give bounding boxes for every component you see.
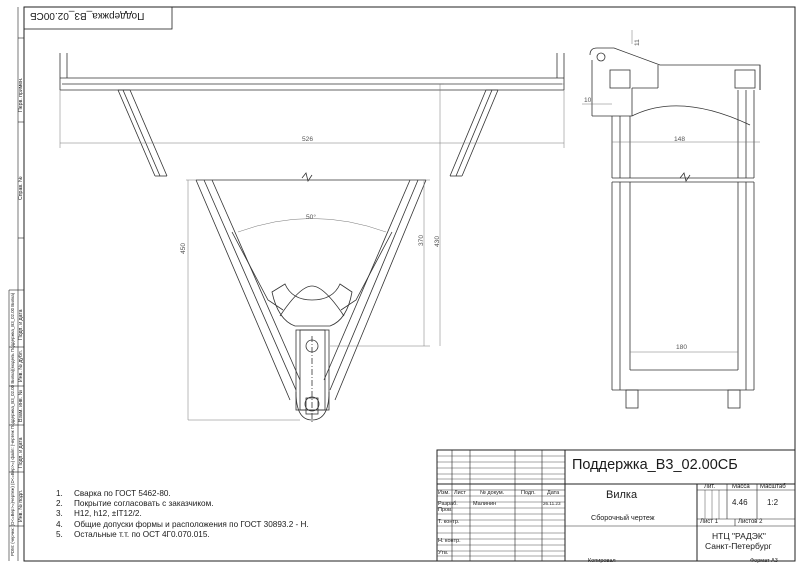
dim-side-small-b: 10 — [584, 97, 592, 104]
mass-value: 4.46 — [732, 498, 748, 507]
sheet-count: Листов 2 — [738, 519, 763, 525]
note-item: 5.Остальные т.т. по ОСТ 4Г0.070.015. — [56, 529, 210, 539]
side-view — [589, 47, 761, 409]
side-podp-data-2: Подп. и дата — [18, 437, 24, 468]
col-sign: Подп. — [521, 490, 536, 496]
side-file-info: PDM: (черчнк: (D<=Вер>=)чертеж) (D<=Вер>… — [10, 292, 15, 556]
city: Санкт-Петербург — [705, 541, 772, 551]
doc-type: Сборочный чертеж — [591, 513, 655, 522]
side-perv-primen: Перв. примен. — [18, 77, 24, 113]
dim-width-top: 526 — [302, 136, 314, 143]
side-sprav: Справ. № — [18, 176, 24, 200]
note-item: 1.Сварка по ГОСТ 5462-80. — [56, 489, 171, 498]
lit-label: Лит. — [704, 484, 716, 490]
col-list: Лист — [454, 490, 466, 496]
dim-height-left: 450 — [180, 242, 187, 254]
mass-label: Масса — [732, 484, 750, 490]
razrab-date: 26.11.23 — [543, 501, 561, 506]
row-utv: Утв. — [438, 550, 449, 556]
scale-label: Масштаб — [760, 484, 786, 490]
side-strip — [8, 7, 24, 561]
row-nkontr: Н. контр. — [438, 538, 461, 544]
dim-side-bottom: 180 — [676, 344, 688, 351]
note-item: 4.Общие допуски формы и расположения по … — [56, 519, 309, 529]
copied-label: Копировал — [588, 558, 616, 564]
designation: Поддержка_В3_02.00СБ — [572, 457, 738, 473]
sheet-number: Лист 1 — [700, 519, 719, 525]
col-docnum: № докум. — [480, 490, 505, 496]
side-inv-dubl: Инв. № дубл. — [18, 349, 24, 382]
dim-angle: 50° — [306, 214, 316, 221]
note-item: 3.H12, h12, ±IT12/2. — [56, 509, 142, 519]
scale-value: 1:2 — [767, 498, 779, 507]
dim-side-small-a: 11 — [634, 39, 641, 46]
technical-notes: 1.Сварка по ГОСТ 5462-80. 2.Покрытие сог… — [56, 489, 309, 540]
top-code-box — [23, 6, 173, 30]
title-block-lines — [436, 449, 796, 562]
side-dimensions — [582, 30, 760, 353]
side-inv-podl: Инв. № подл. — [18, 489, 24, 522]
row-prov: Пров. — [438, 507, 453, 513]
dim-height-mid: 370 — [418, 234, 425, 246]
razrab-name: Малинин — [473, 501, 497, 507]
row-razrab: Разраб. — [438, 501, 458, 507]
organization: НТЦ "РАДЭК" — [712, 531, 766, 541]
row-tkontr: Т. контр. — [438, 519, 460, 525]
stamp-title-rotated: Поддержка_В3_02.00СБ — [30, 10, 145, 21]
front-dimensions — [59, 83, 565, 421]
sheet-frame — [23, 6, 796, 562]
side-podp-data-1: Подп. и дата — [18, 309, 24, 340]
col-izm: Изм. — [438, 490, 450, 496]
front-view — [59, 53, 565, 422]
note-item: 2.Покрытие согласовать с заказчиком. — [56, 499, 214, 509]
dim-height-right: 430 — [434, 235, 441, 247]
format-label: Формат A3 — [750, 558, 778, 564]
col-date: Дата — [547, 490, 560, 496]
part-name: Вилка — [606, 489, 638, 501]
dim-side-width: 148 — [674, 136, 686, 143]
side-vzam-inv: Взам. инв. № — [18, 389, 24, 422]
